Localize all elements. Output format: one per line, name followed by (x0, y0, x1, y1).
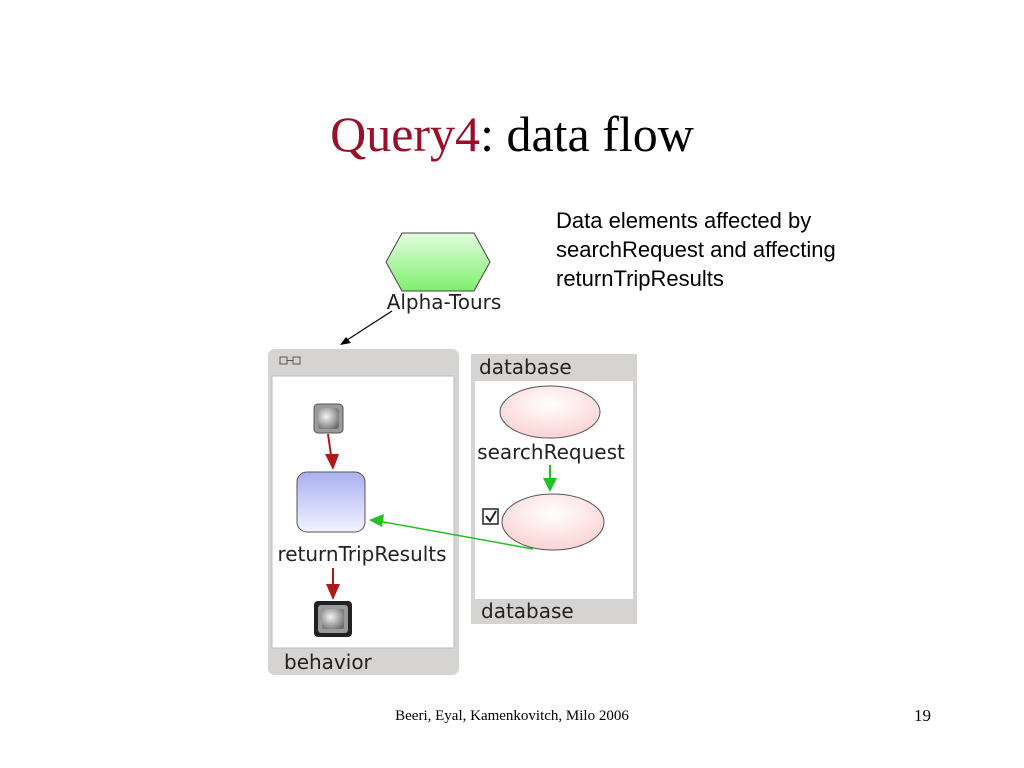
data-flow-arrow (369, 514, 534, 550)
service-node[interactable]: Alpha-Tours (385, 232, 502, 314)
start-node[interactable] (313, 403, 344, 434)
database-panel[interactable]: database database (471, 354, 637, 624)
result-data-node[interactable] (501, 493, 605, 551)
footer-credits: Beeri, Eyal, Kamenkovitch, Milo 2006 (395, 708, 629, 724)
service-label: Alpha-Tours (387, 290, 502, 314)
database-top-label: database (479, 355, 572, 379)
activity-label: returnTripResults (277, 542, 446, 566)
behavior-label: behavior (284, 650, 373, 674)
title-accent: Query4 (330, 106, 481, 162)
activity-shape (296, 471, 366, 533)
note-line: returnTripResults (556, 266, 724, 291)
slide-title: Query4: data flow (0, 105, 1024, 163)
activity-node[interactable]: returnTripResults (277, 471, 447, 566)
note-line: searchRequest and affecting (556, 237, 836, 262)
search-request-label: searchRequest (477, 440, 625, 464)
end-node[interactable] (314, 601, 352, 637)
result-data-ellipse (501, 493, 605, 551)
service-link-line (343, 310, 393, 343)
data-flow-arrow (543, 465, 557, 492)
note-line: Data elements affected by (556, 208, 812, 233)
page-number: 19 (914, 706, 931, 725)
checkmark-icon (485, 510, 497, 523)
annotation-note: Data elements affected by searchRequest … (556, 206, 916, 293)
control-flow-arrow (326, 568, 340, 600)
collapse-toggle-icon[interactable] (279, 356, 301, 365)
title-rest: : data flow (480, 106, 694, 162)
hexagon-shape (385, 232, 491, 292)
search-request-node[interactable]: searchRequest (477, 385, 625, 464)
control-flow-arrow (325, 433, 339, 470)
service-link-arrowhead (340, 337, 351, 345)
search-request-ellipse (499, 385, 601, 439)
database-bottom-label: database (481, 599, 574, 623)
selection-checkbox[interactable] (482, 508, 499, 525)
